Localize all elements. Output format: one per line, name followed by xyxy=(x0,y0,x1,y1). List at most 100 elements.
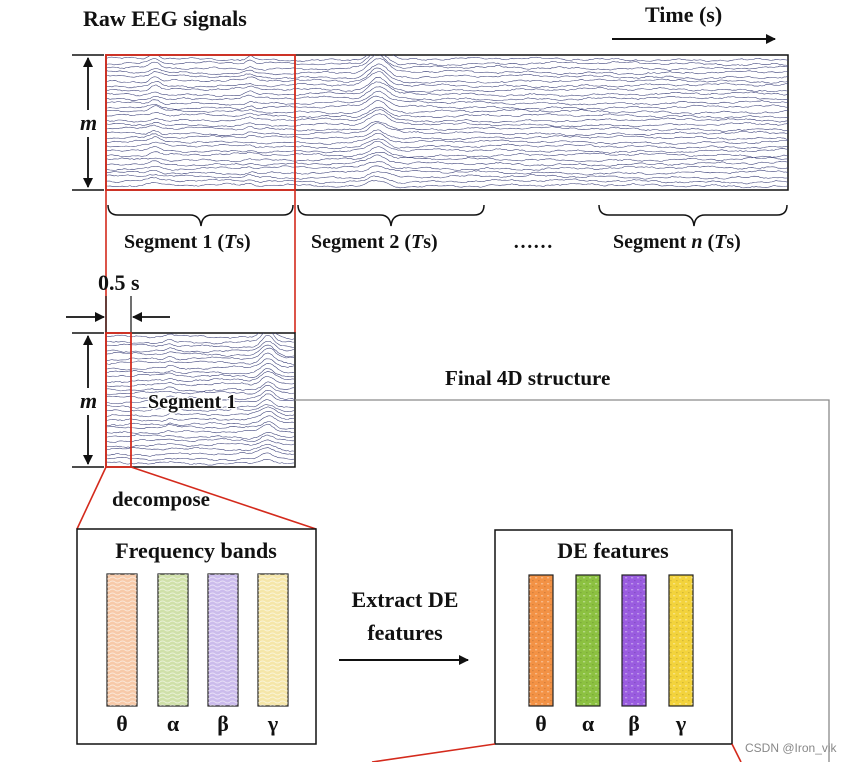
raw-eeg-traces xyxy=(106,55,788,189)
eeg-trace xyxy=(106,452,295,461)
eeg-trace xyxy=(106,109,788,124)
eeg-trace xyxy=(106,459,295,466)
eeg-trace xyxy=(106,106,788,119)
segment-1-panel-label: Segment 1 xyxy=(148,391,236,413)
extract-line-2: features xyxy=(367,620,443,645)
half-second-window xyxy=(105,332,132,468)
brace-segment-n xyxy=(598,204,788,227)
eeg-trace xyxy=(106,393,295,405)
eeg-trace xyxy=(106,406,295,418)
segments-ellipsis: …… xyxy=(513,231,553,253)
band-bar-texture-2 xyxy=(208,574,238,706)
eeg-trace xyxy=(106,368,295,378)
eeg-trace xyxy=(106,411,295,422)
de-symbol-3: γ xyxy=(675,711,686,736)
eeg-trace xyxy=(106,447,295,457)
time-label: Time (s) xyxy=(645,2,722,27)
eeg-trace xyxy=(106,171,788,180)
band-symbol-3: γ xyxy=(267,711,278,736)
segment-1-traces xyxy=(106,333,295,466)
de-symbol-2: β xyxy=(628,711,640,736)
band-symbol-0: θ xyxy=(116,711,127,736)
eeg-trace xyxy=(106,160,788,171)
eeg-trace xyxy=(106,333,295,345)
eeg-trace xyxy=(106,113,788,128)
eeg-trace xyxy=(106,358,295,371)
eeg-trace xyxy=(106,165,788,176)
band-bar-texture-1 xyxy=(158,574,188,706)
m-label-seg: m xyxy=(80,388,97,413)
eeg-trace xyxy=(106,100,788,115)
eeg-trace xyxy=(106,146,788,158)
eeg-trace xyxy=(106,370,295,383)
eeg-trace xyxy=(106,404,295,413)
eeg-trace xyxy=(106,95,788,110)
eeg-trace xyxy=(106,63,788,80)
eeg-trace xyxy=(106,86,788,101)
frequency-bands-title: Frequency bands xyxy=(115,538,277,563)
eeg-trace xyxy=(106,415,295,426)
eeg-trace xyxy=(106,385,295,396)
eeg-trace xyxy=(106,67,788,84)
eeg-trace xyxy=(106,90,788,106)
eeg-trace xyxy=(106,154,788,167)
eeg-trace xyxy=(106,71,788,89)
de-bar-texture-2 xyxy=(622,575,646,706)
eeg-trace xyxy=(106,58,788,76)
eeg-trace xyxy=(106,180,788,189)
brace-segment-1 xyxy=(107,204,294,227)
de-connector-left xyxy=(371,743,496,762)
de-bar-texture-0 xyxy=(529,575,553,706)
eeg-trace xyxy=(106,434,295,443)
segment-1-label: Segment 1 (Ts) xyxy=(124,231,251,253)
eeg-trace xyxy=(106,340,295,353)
eeg-trace xyxy=(106,399,295,410)
eeg-trace xyxy=(106,389,295,401)
eeg-trace xyxy=(106,81,788,97)
eeg-trace xyxy=(106,138,788,150)
eeg-trace xyxy=(106,175,788,185)
de-bar-texture-3 xyxy=(669,575,693,706)
eeg-trace xyxy=(106,141,788,154)
de-bar-texture-1 xyxy=(576,575,600,706)
decompose-line-right xyxy=(130,466,317,530)
eeg-trace xyxy=(106,152,788,163)
decompose-label: decompose xyxy=(112,487,210,511)
eeg-trace xyxy=(106,344,295,358)
de-symbol-0: θ xyxy=(535,711,546,736)
eeg-trace xyxy=(106,421,295,430)
eeg-trace xyxy=(106,432,295,440)
watermark: CSDN @Iron_vik xyxy=(745,741,838,755)
de-symbol-1: α xyxy=(582,711,595,736)
eeg-trace xyxy=(106,423,295,435)
eeg-trace xyxy=(106,333,295,340)
band-symbol-1: α xyxy=(167,711,180,736)
eeg-trace xyxy=(106,55,788,62)
m-label-raw: m xyxy=(80,110,97,135)
eeg-trace xyxy=(106,347,295,361)
raw-eeg-panel xyxy=(105,54,789,191)
brace-segment-2 xyxy=(297,204,485,227)
eeg-trace xyxy=(106,122,788,137)
eeg-trace xyxy=(106,55,788,67)
extract-line-1: Extract DE xyxy=(352,587,459,612)
eeg-trace xyxy=(106,76,788,93)
eeg-trace xyxy=(106,444,295,452)
half-second-label: 0.5 s xyxy=(98,270,140,295)
eeg-trace xyxy=(106,334,295,349)
band-bar-texture-0 xyxy=(107,574,137,706)
de-connector-right xyxy=(731,743,742,762)
segment-n-label: Segment n (Ts) xyxy=(613,231,741,253)
eeg-trace xyxy=(106,352,295,365)
eeg-trace xyxy=(106,439,295,448)
band-bar-texture-3 xyxy=(258,574,288,706)
eeg-trace xyxy=(106,363,295,375)
segment-1-highlight xyxy=(105,54,296,191)
final-connector xyxy=(295,399,830,762)
eeg-trace xyxy=(106,129,788,141)
final-structure-label: Final 4D structure xyxy=(445,366,610,390)
eeg-trace xyxy=(106,376,295,388)
